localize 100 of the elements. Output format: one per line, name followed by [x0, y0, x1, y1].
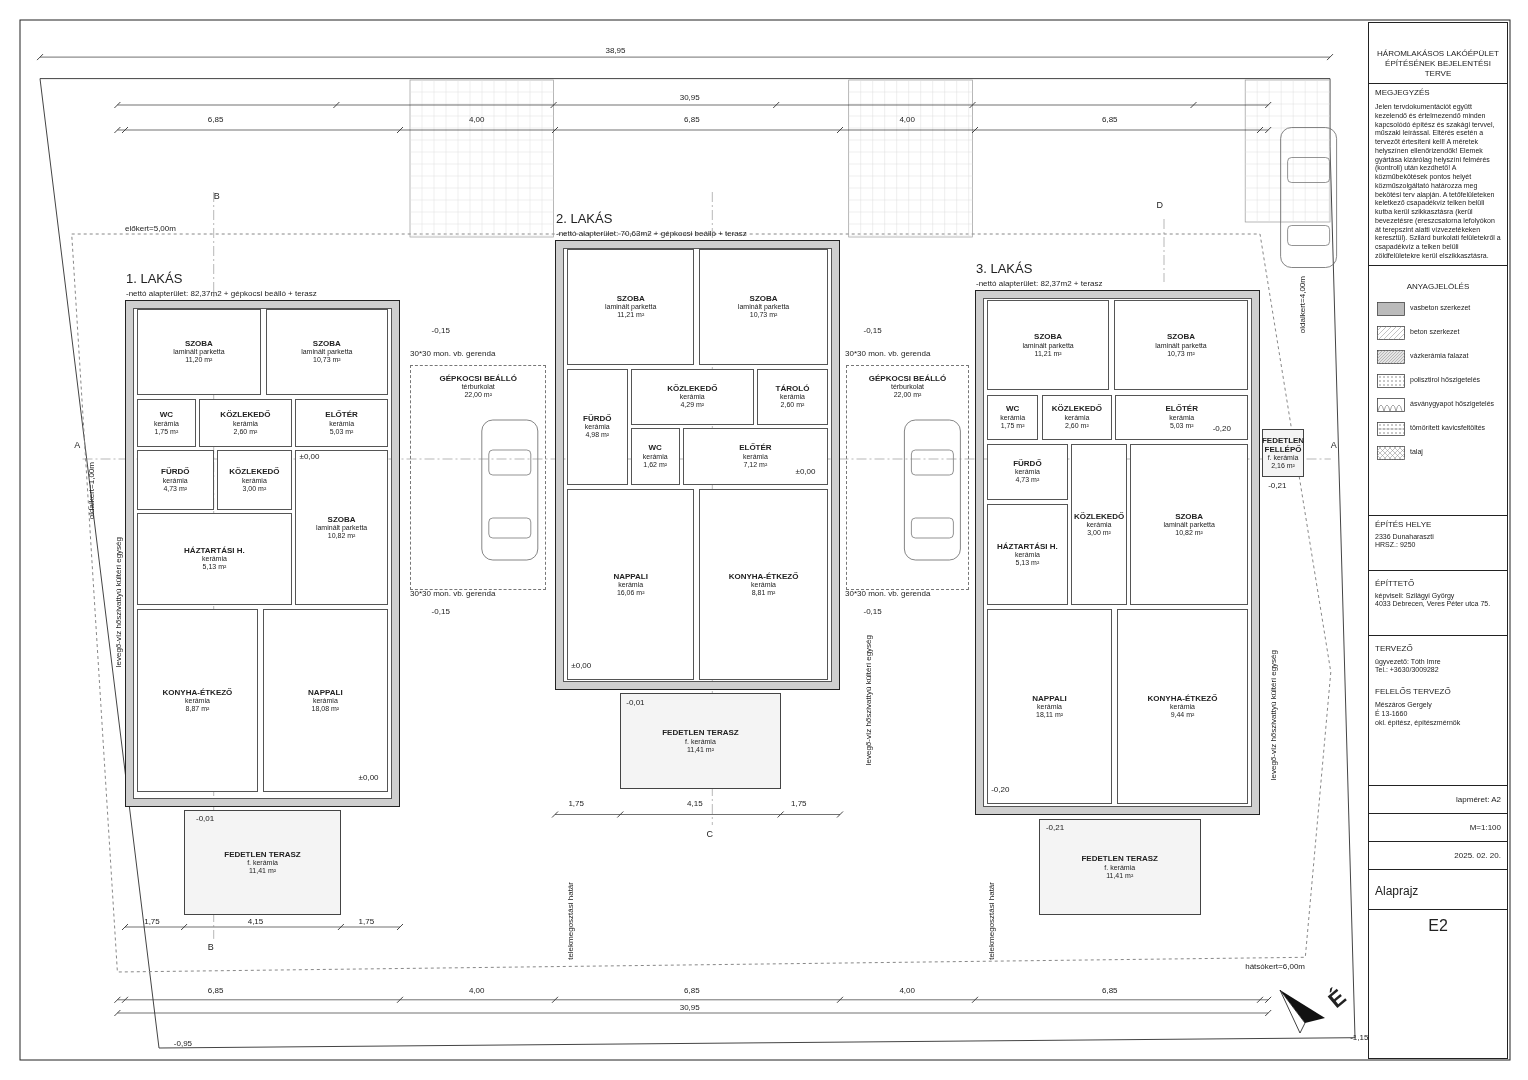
dimension-text: 4,00 — [468, 116, 485, 125]
room-name: GÉPKOCSI BEÁLLÓ — [439, 373, 517, 383]
beam-note: 30*30 mon. vb. gerenda — [845, 589, 931, 598]
section-heading: ANYAGJELÖLÉS — [1405, 281, 1471, 292]
level-mark: -1,15 — [1350, 1033, 1369, 1042]
dimension-text: 6,85 — [207, 986, 224, 995]
room-name: TÁROLÓ — [775, 384, 810, 394]
level-mark: -0,21 — [1045, 823, 1065, 832]
sheet-name: Alaprajz — [1375, 883, 1420, 899]
room-name: FÜRDŐ — [583, 414, 612, 424]
room — [566, 249, 695, 365]
level-mark: -0,20 — [1212, 424, 1231, 433]
room-name: HÁZTARTÁSI H. — [184, 546, 245, 556]
room — [136, 450, 214, 510]
dimension-text: 6,85 — [207, 116, 224, 125]
date-text: 2025. 02. 20. — [1453, 850, 1501, 861]
heat-pump-note: levegő-víz hőszivattyú kültéri egység — [114, 537, 123, 668]
setback-note: oldalkert=4,00m — [1298, 276, 1307, 334]
room-name: KONYHA-ÉTKEZŐ — [728, 571, 799, 581]
section-mark: B — [213, 192, 220, 201]
dimension-text: 1,75 — [568, 799, 584, 808]
room — [986, 444, 1068, 500]
room — [1071, 444, 1128, 605]
beam-note: 30*30 mon. vb. gerenda — [410, 589, 496, 598]
dimension-text: 30,95 — [679, 1004, 700, 1013]
room-name: ELŐTÉR — [739, 443, 772, 453]
room — [216, 450, 293, 510]
room — [630, 369, 754, 425]
dimension-text: 4,00 — [899, 986, 915, 995]
room-name: SZOBA — [616, 294, 645, 304]
terrace-area — [1038, 819, 1201, 915]
setback-note: hátsókert=6,00m — [1245, 963, 1305, 972]
section-mark: A — [74, 441, 81, 450]
apartment-heading: 3. LAKÁS — [976, 260, 1034, 276]
level-mark: -0,95 — [173, 1039, 193, 1048]
room — [986, 300, 1110, 390]
apartment-heading: 2. LAKÁS — [556, 211, 614, 226]
section-heading: FELELŐS TERVEZŐ — [1375, 687, 1452, 697]
room-name: KÖZLEKEDŐ — [229, 467, 280, 477]
room-name: WC — [648, 443, 662, 453]
room — [986, 609, 1113, 804]
room-name: SZOBA — [1175, 511, 1204, 521]
room-name: SZOBA — [1167, 332, 1195, 342]
level-mark: -0,01 — [196, 814, 215, 823]
room — [295, 450, 389, 605]
room-name: NAPPALI — [613, 571, 648, 581]
dimension-text: 6,85 — [1102, 116, 1118, 125]
room-name: KONYHA-ÉTKEZŐ — [162, 687, 233, 698]
room — [136, 309, 261, 395]
level-mark: ±0,00 — [571, 661, 592, 670]
level-mark: -0,15 — [863, 327, 882, 335]
room-name: FEDETLEN TERASZ — [224, 849, 301, 860]
room — [136, 609, 259, 792]
room — [295, 399, 389, 447]
sheet-size-text: lapméret: A2 — [1455, 794, 1501, 805]
room — [630, 427, 680, 485]
scale-text: M=1:100 — [1468, 822, 1501, 833]
room — [136, 513, 293, 605]
room-name: FEDETLEN TERASZ — [1081, 854, 1158, 864]
room — [1113, 300, 1249, 390]
drawing-title: HÁROMLAKÁSOS LAKÓÉPÜLET ÉPÍTÉSÉNEK BEJELENTÉSI TERVE — [1376, 49, 1500, 79]
level-mark: ±0,00 — [358, 774, 379, 782]
area-note: -nettó alapterület: 82,37m2 + terasz — [976, 278, 1103, 288]
carport-area — [410, 364, 547, 590]
room — [198, 399, 293, 447]
room-name: WC — [1005, 404, 1020, 414]
level-mark: ±0,00 — [299, 453, 320, 461]
room-name: KÖZLEKEDŐ — [667, 384, 718, 394]
room-name: NAPPALI — [1032, 693, 1067, 704]
setback-note: előkert=5,00m — [125, 225, 176, 233]
level-mark: -0,21 — [1268, 481, 1287, 490]
room-name: WC — [159, 410, 174, 420]
dimension-text: 1,75 — [791, 799, 807, 808]
room — [1041, 394, 1113, 440]
room-name: SZOBA — [1034, 332, 1063, 342]
heat-pump-note: levegő-víz hőszivattyú kültéri egység — [1269, 649, 1278, 780]
setback-note: oldalkert=1,00m — [87, 462, 96, 520]
section-heading: ÉPÍTÉS HELYE — [1375, 519, 1433, 530]
room-name: SZOBA — [749, 294, 778, 304]
level-mark: -0,20 — [991, 786, 1010, 794]
room — [986, 504, 1068, 605]
dimension-text: 1,75 — [358, 917, 375, 926]
room-name: FEDETLEN TERASZ — [662, 728, 739, 738]
room-name: KÖZLEKEDŐ — [1073, 511, 1125, 521]
room — [566, 489, 695, 680]
dimension-text: 38,95 — [605, 46, 626, 55]
room — [262, 609, 389, 792]
room-name: KÖZLEKEDŐ — [220, 410, 271, 420]
room — [699, 489, 829, 680]
level-mark: -0,15 — [863, 607, 882, 616]
dimension-text: 6,85 — [684, 986, 700, 995]
dimension-text: 30,95 — [679, 94, 700, 103]
room — [682, 427, 829, 485]
room-name: SZOBA — [312, 339, 341, 349]
dimension-text: 1,75 — [144, 917, 160, 926]
room-name: ELŐTÉR — [1165, 404, 1198, 414]
section-mark: D — [1156, 201, 1164, 210]
room-name: NAPPALI — [308, 687, 343, 698]
beam-note: 30*30 mon. vb. gerenda — [410, 349, 496, 358]
dimension-text: 4,00 — [468, 986, 485, 995]
